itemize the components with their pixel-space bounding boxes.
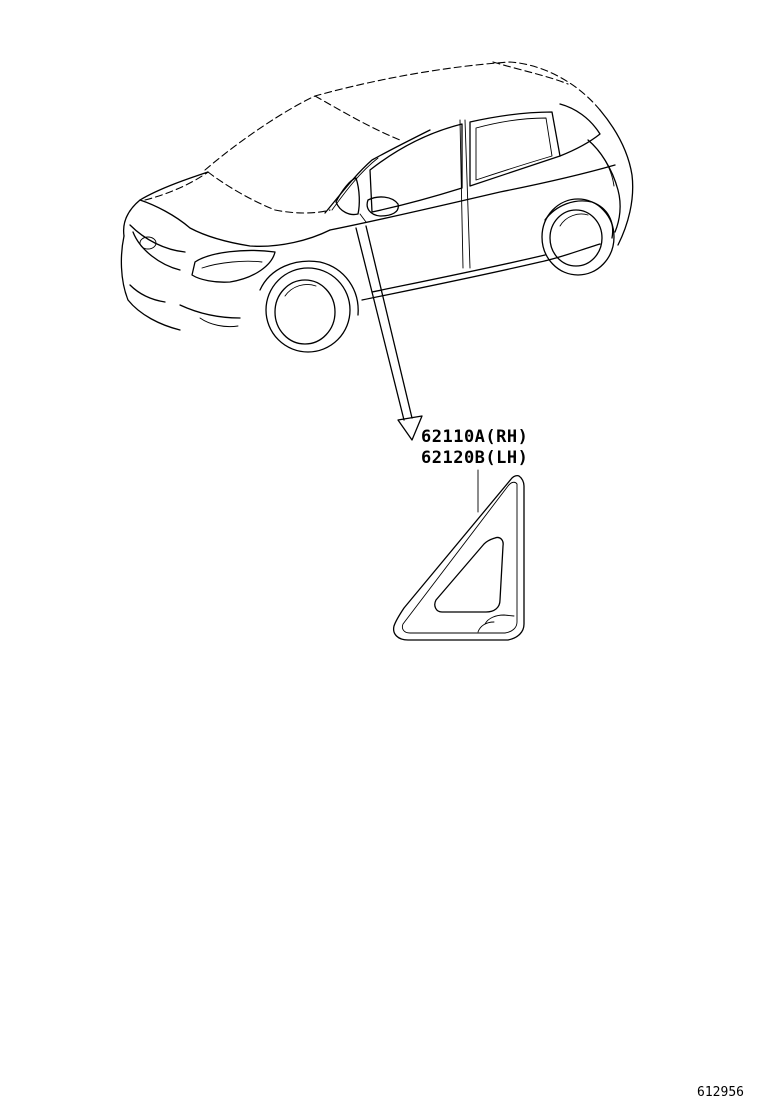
quarter-glass-part <box>392 474 525 641</box>
part-number-lh: 62120B(LH) <box>421 448 529 468</box>
callout-arrow <box>355 225 423 441</box>
illustration-id: 612956 <box>697 1085 744 1100</box>
car-illustration <box>120 61 634 353</box>
part-number-rh: 62110A(RH) <box>421 427 529 447</box>
